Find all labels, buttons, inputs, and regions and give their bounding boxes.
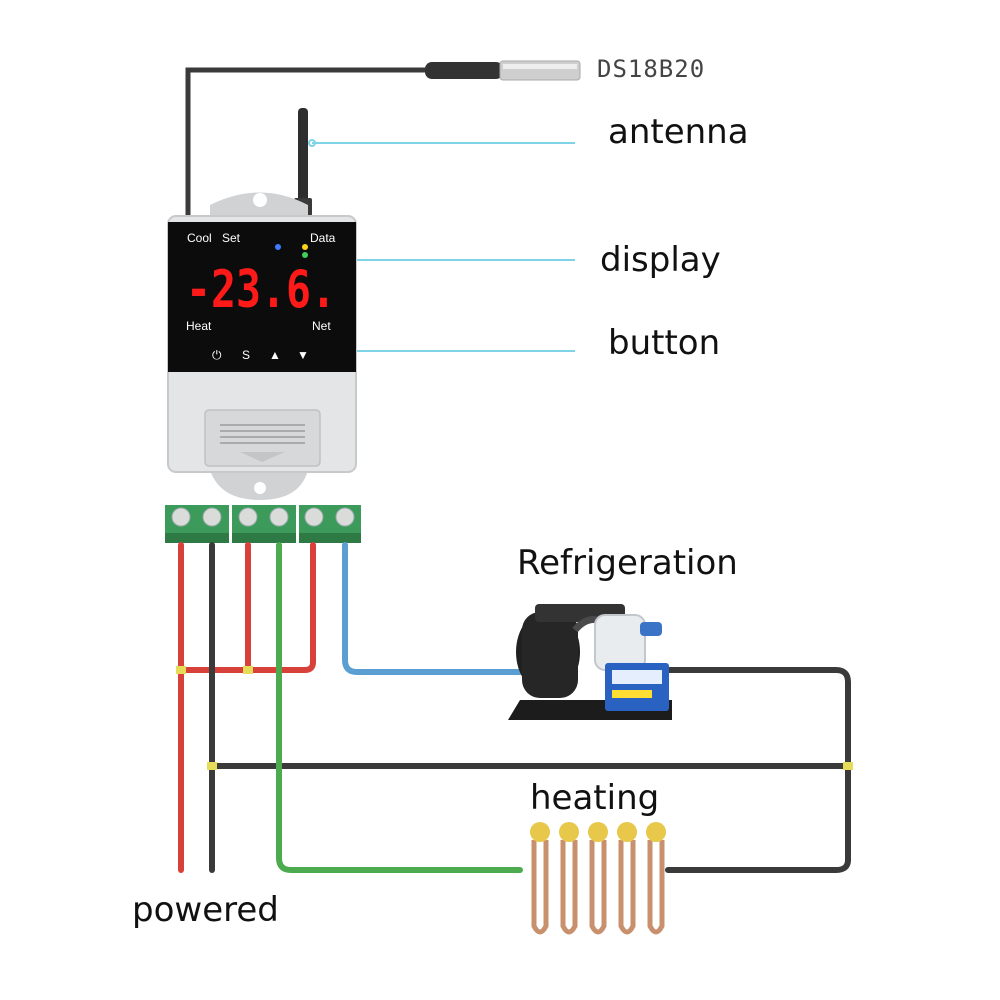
heater-3 [588,822,608,935]
refrigeration-label: Refrigeration [517,543,738,583]
antenna-rod [294,108,312,216]
terminal-block-2 [232,505,296,543]
wire-blue [342,542,523,675]
refrigeration-unit [508,604,672,720]
set-button-label: S [242,348,250,362]
power-button[interactable]: ⏻ [212,348,222,362]
net-indicator-label: Net [312,319,331,333]
heater-1 [530,822,550,935]
terminal-block-3 [299,505,361,543]
set-indicator-label: Set [222,231,241,245]
down-arrow-icon: ▼ [297,348,309,362]
wire-green [276,542,523,873]
down-button[interactable]: ▼ [297,348,309,362]
heating-elements [530,822,666,935]
wifi-led-blue [275,244,281,250]
heating-label: heating [530,778,660,818]
sensor-probe [185,60,581,218]
wire-red-link [178,542,316,673]
heater-2 [559,822,579,935]
device-display: Cool Set Data -23.6. Heat Net ⏻ S ▲ ▼ [186,231,336,362]
data-indicator-label: Data [310,231,336,245]
terminal-blocks [165,505,361,543]
sensor-label: DS18B20 [597,55,706,83]
thermostat-device [167,192,357,500]
cool-indicator-label: Cool [187,231,212,245]
set-button[interactable]: S [242,348,250,362]
data-led-yellow [302,244,308,250]
button-label: button [608,323,721,363]
data-led-green [302,252,308,258]
heater-5 [646,822,666,935]
display-label: display [600,240,721,280]
heater-4 [617,822,637,935]
temperature-reading: -23.6. [186,260,336,320]
power-icon: ⏻ [212,348,222,362]
terminal-block-1 [165,505,229,543]
heat-indicator-label: Heat [186,319,212,333]
wires [176,542,853,873]
powered-label: powered [132,890,279,930]
up-arrow-icon: ▲ [269,348,281,362]
up-button[interactable]: ▲ [269,348,281,362]
antenna-label: antenna [608,112,749,152]
wire-black-loop [665,667,851,873]
